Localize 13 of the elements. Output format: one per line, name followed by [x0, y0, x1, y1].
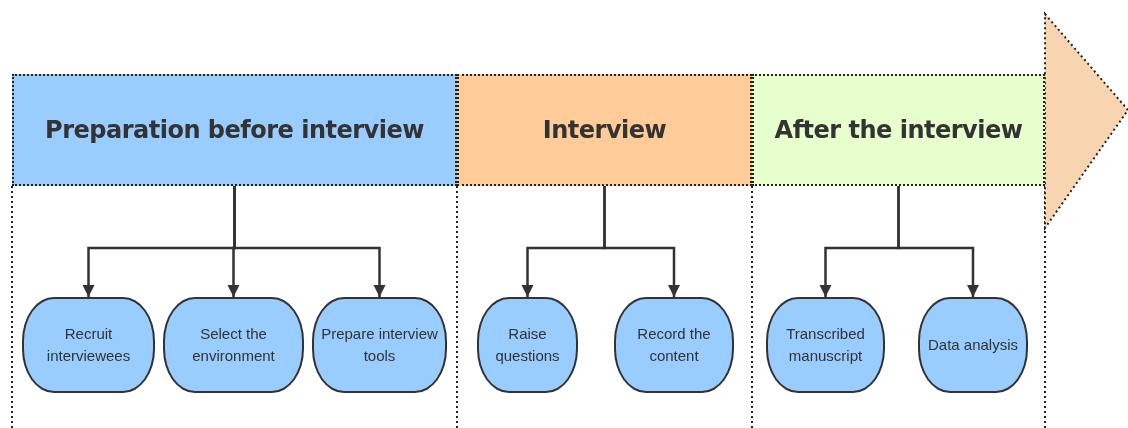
step-box: Record the content	[614, 297, 734, 393]
step-box: Recruit interviewees	[22, 297, 155, 393]
phase-header: Interview	[457, 74, 752, 186]
step-box: Prepare interview tools	[312, 297, 447, 393]
step-box: Raise questions	[477, 297, 578, 393]
connector-arrow	[603, 186, 680, 297]
phase-header: Preparation before interview	[12, 74, 457, 186]
connector-arrow	[897, 186, 979, 297]
connector-arrow	[233, 186, 386, 297]
step-box: Transcribed manuscript	[766, 297, 885, 393]
step-box: Select the environment	[163, 297, 304, 393]
step-box: Data analysis	[918, 297, 1028, 393]
phase-header: After the interview	[752, 74, 1045, 186]
